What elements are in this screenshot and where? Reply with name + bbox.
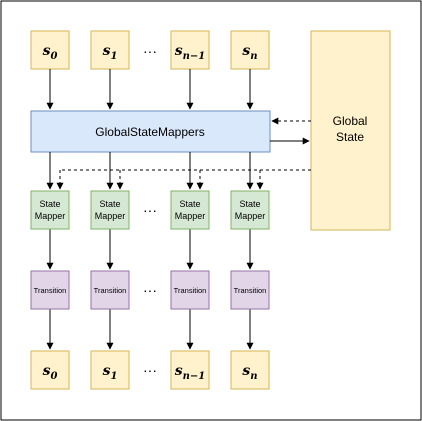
state-mapper-label-line2-1: Mapper [95, 211, 126, 221]
transition-box-2 [170, 270, 210, 310]
state-mapper-label-line1-2: State [179, 199, 200, 209]
state-mapper-label-line1-0: State [39, 199, 60, 209]
transition-box-0 [30, 270, 70, 310]
state-mapper-label-line2-2: Mapper [175, 211, 206, 221]
global-state-mappers-box [30, 110, 271, 153]
input-state-box-0 [30, 30, 70, 70]
global-state-mappers-label: GlobalStateMappers [95, 125, 204, 139]
transition-ellipsis-text: ··· [143, 282, 157, 298]
output-state-box-2 [170, 350, 210, 390]
state-mapper-box-0 [30, 190, 70, 230]
state-mappers-row: StateMapper StateMapper StateMapper StateMa… [30, 190, 270, 230]
transition-label-2: Transition [174, 286, 207, 295]
transition-box-1 [90, 270, 130, 310]
output-state-box-3 [230, 350, 270, 390]
state-mapper-label-line2-3: Mapper [235, 211, 266, 221]
input-ellipsis-text: ··· [143, 43, 157, 59]
mapper-arrows [46, 152, 254, 350]
transitions-row: Transition Transition Transition Transition [30, 270, 270, 310]
transition-label-0: Transition [34, 286, 67, 295]
output-state-box-1 [90, 350, 130, 390]
input-arrows [46, 69, 254, 110]
state-mapper-label-line1-3: State [239, 199, 260, 209]
state-mapper-box-1 [90, 190, 130, 230]
input-state-box-3 [230, 30, 270, 70]
transition-box-3 [230, 270, 270, 310]
global-state-label-line1: Global [333, 114, 368, 128]
state-mapper-label-line1-1: State [99, 199, 120, 209]
output-ellipsis-text: ··· [143, 362, 157, 378]
output-state-box-0 [30, 350, 70, 390]
input-state-box-2 [170, 30, 210, 70]
state-mapper-box-3 [230, 190, 270, 230]
input-state-box-1 [90, 30, 130, 70]
state-mapper-label-line2-0: Mapper [35, 211, 66, 221]
state-mapper-box-2 [170, 190, 210, 230]
mapper-ellipsis-text: ··· [143, 202, 157, 218]
transition-label-1: Transition [94, 286, 127, 295]
input-ellipsis: ··· [143, 43, 157, 59]
global-state-box [310, 30, 391, 231]
global-state-label-line2: State [336, 130, 364, 144]
transition-label-3: Transition [234, 286, 267, 295]
